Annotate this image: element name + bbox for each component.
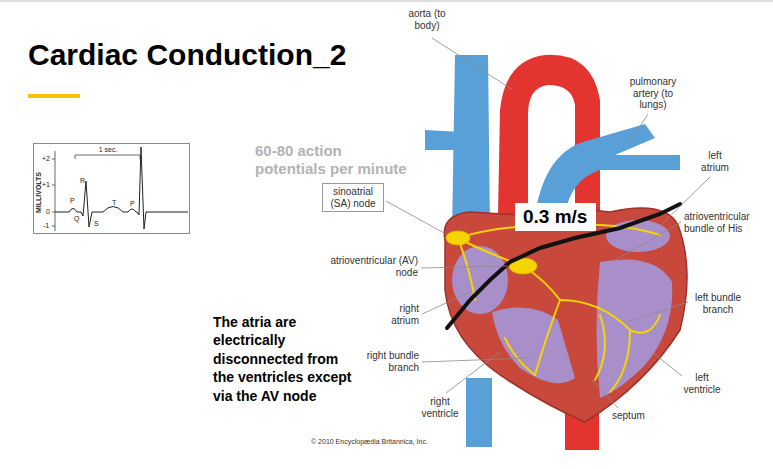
part-label: aorta (to body) <box>405 8 449 31</box>
leader-line <box>446 352 500 393</box>
purkinje-fiber <box>630 315 660 333</box>
node-label: sinoatrial (SA) node <box>327 186 379 209</box>
time-scale: 1 sec. <box>99 146 118 153</box>
leader-line <box>628 302 688 322</box>
ecg-ground <box>33 143 190 234</box>
ecg-tick <box>52 212 55 213</box>
wave-letter: Q <box>74 215 79 222</box>
part-label: atrioventricular (AV) node <box>330 255 418 278</box>
axis-value: 0 <box>46 208 50 215</box>
right-ventricle-chamber <box>492 308 575 384</box>
ecg-inset: 1 sec. MILLIVOLTS +2 +1 0 -1 P Q R S T P <box>33 143 190 234</box>
leader-line <box>421 266 508 268</box>
left-bundle <box>560 300 630 330</box>
left-ventricle-chamber <box>597 260 673 399</box>
leader-line <box>628 114 648 145</box>
leader-line <box>422 358 530 362</box>
part-label: left atrium <box>697 150 733 173</box>
title-underline <box>28 94 80 98</box>
part-label: left bundle branch <box>692 292 744 315</box>
axis-value: -1 <box>43 222 49 229</box>
rate-note: 60-80 action potentials per minute <box>255 142 413 178</box>
part-label: left ventricle <box>682 372 722 395</box>
part-label: right ventricle <box>420 396 460 419</box>
part-label: pulmonary artery (to lungs) <box>622 76 684 111</box>
ecg-trace <box>33 143 190 234</box>
leader-line <box>432 38 513 90</box>
part-label: right atrium <box>383 303 419 326</box>
ecg-tick <box>52 185 55 186</box>
insulating-boundary <box>447 204 680 328</box>
sa-node-box: sinoatrial (SA) node <box>322 183 384 212</box>
pulmonary-artery <box>535 124 680 215</box>
purkinje-fiber <box>505 338 535 375</box>
top-rule <box>0 0 773 2</box>
time-bracket <box>75 155 140 159</box>
ecg-tick <box>52 226 55 227</box>
ecg-axis <box>55 151 56 231</box>
explanation-note: The atria are electrically disconnected … <box>213 313 358 405</box>
axis-title: MILLIVOLTS <box>36 171 43 212</box>
leader-line <box>652 352 682 376</box>
copyright-note: © 2010 Encyclopædia Britannica, Inc. <box>311 438 428 446</box>
wave-letter: P <box>130 200 135 207</box>
wave-letter: T <box>112 199 116 206</box>
atrial-path <box>458 238 475 300</box>
ecg-tick <box>52 159 55 160</box>
inferior-vena-cava <box>466 378 492 447</box>
pulmonary-vessel <box>425 130 462 150</box>
part-label: septum <box>612 410 645 422</box>
ecg-waveform <box>55 147 188 229</box>
part-label: right bundle branch <box>363 350 419 373</box>
leader-lines <box>386 38 710 408</box>
speed-box: 0.3 m/s <box>515 203 596 231</box>
wave-letter: S <box>94 220 99 227</box>
axis-value: +2 <box>42 155 50 162</box>
leader-line <box>422 292 470 314</box>
leader-line <box>592 380 618 408</box>
sa-node <box>446 231 470 245</box>
leader-line <box>612 222 681 262</box>
conduction-pathways <box>458 224 660 392</box>
leader-line <box>386 201 446 234</box>
axis-value: +1 <box>42 181 50 188</box>
speed-value: 0.3 m/s <box>523 206 588 228</box>
part-label: atrioventricular bundle of His <box>684 211 766 234</box>
wave-letter: P <box>70 197 75 204</box>
purkinje-fiber <box>595 315 605 380</box>
right-bundle <box>535 300 560 375</box>
wave-letter: R <box>80 177 85 184</box>
slide-title: Cardiac Conduction_2 <box>28 38 346 73</box>
purkinje-fiber <box>610 330 630 392</box>
